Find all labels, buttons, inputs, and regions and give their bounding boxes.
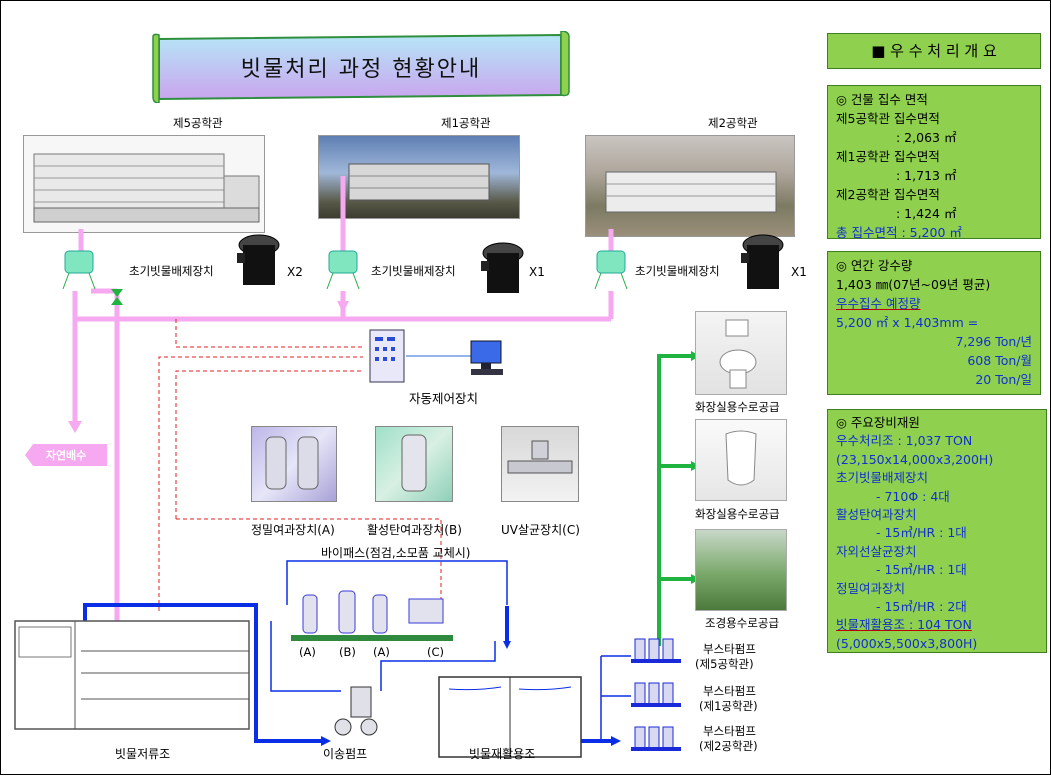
booster-pump-icon-1 (631, 629, 681, 665)
booster-label-2b: (제1공학관) (699, 699, 758, 713)
building-label-5: 제5공학관 (173, 116, 223, 130)
equip-line-7: 자외선살균장치 (836, 543, 917, 559)
area-line-5: 제2공학관 집수면적 (836, 187, 940, 202)
summary-heading: ■ 우 수 처 리 개 요 (827, 33, 1041, 69)
rainfall-line-4: 7,296 Ton/년 (955, 334, 1032, 349)
equip-line-10: - 15㎥/HR : 2대 (876, 599, 967, 615)
separator-icon-5 (59, 245, 99, 293)
uv-sterilizer-photo (501, 426, 579, 502)
urinal-photo (695, 419, 787, 501)
rainfall-line-6: 20 Ton/일 (975, 372, 1032, 387)
scroll-shape (152, 30, 570, 104)
booster-label-3a: 부스타펌프 (703, 724, 756, 738)
separator-unit-icon-2 (741, 233, 787, 295)
filter-tag-4: (C) (427, 645, 445, 659)
building-1-image (318, 135, 520, 219)
booster-pump-icon-3 (631, 717, 681, 753)
bypass-label: 바이패스(점검,소모품 교체시) (321, 546, 471, 560)
booster-label-1b: (제5공학관) (695, 657, 754, 671)
auto-control-label: 자동제어장치 (409, 391, 479, 406)
transfer-pump-icon (331, 683, 381, 741)
equip-line-11: 빗물재활용조 : 104 TON (836, 617, 972, 633)
supply-label-3: 조경용수로공급 (705, 616, 780, 630)
filter-tag-1: (A) (299, 645, 316, 659)
area-line-4: : 1,713 ㎡ (896, 168, 957, 183)
building-2-image (585, 135, 795, 237)
booster-pump-icon-2 (631, 673, 681, 709)
landscape-photo (695, 529, 787, 611)
supply-label-1: 화장실용수로공급 (695, 400, 780, 414)
area-title: ◎ 건물 집수 면적 (836, 92, 928, 107)
equip-line-8: - 15㎥/HR : 1대 (876, 562, 967, 578)
filter-tag-2: (B) (339, 645, 356, 659)
rainfall-title: ◎ 연간 강수량 (836, 258, 913, 273)
computer-icon (469, 339, 505, 379)
equip-line-3: 초기빗물배제장치 (836, 470, 929, 486)
booster-label-3b: (제2공학관) (699, 739, 758, 753)
separator-unit-icon-1 (481, 241, 527, 299)
filter-tag-3: (A) (373, 645, 390, 659)
equip-title: ◎ 주요장비재원 (836, 415, 920, 430)
equip-line-5: 활성탄여과장치 (836, 507, 917, 523)
storage-tank-label: 빗물저류조 (115, 747, 171, 761)
equip-line-12: (5,000x5,500x3,800H) (836, 635, 978, 651)
control-panel-icon (369, 329, 405, 383)
building-label-1: 제1공학관 (441, 116, 491, 130)
carbon-filter-photo (375, 426, 453, 502)
separator-label-1: 초기빗물배제장치 (371, 264, 456, 278)
supply-label-2: 화장실용수로공급 (695, 507, 780, 521)
count-1: X1 (529, 265, 545, 279)
transfer-pump-label: 이송펌프 (323, 747, 368, 761)
booster-label-1a: 부스타펌프 (703, 642, 756, 656)
page-title: 빗물처리 과정 현황안내 (240, 57, 482, 82)
separator-label-2: 초기빗물배제장치 (635, 264, 720, 278)
area-panel: ◎ 건물 집수 면적 제5공학관 집수면적 : 2,063 ㎡ 제1공학관 집수… (827, 85, 1041, 240)
separator-unit-icon-5 (237, 233, 283, 291)
natural-discharge-tag: 자연배수 (25, 444, 107, 466)
separator-label-5: 초기빗물배제장치 (129, 264, 214, 278)
area-line-3: 제1공학관 집수면적 (836, 149, 940, 164)
rainfall-line-5: 608 Ton/월 (967, 353, 1032, 368)
filter-line-icon (293, 589, 453, 635)
title-banner: 빗물처리 과정 현황안내 (151, 30, 571, 104)
building-5-image (23, 135, 265, 233)
area-total: 총 집수면적 : 5,200 ㎡ (836, 225, 962, 240)
area-line-6: : 1,424 ㎡ (896, 206, 957, 221)
rainfall-panel: ◎ 연간 강수량 1,403 ㎜(07년~09년 평균) 우수집수 예정량 5,… (827, 251, 1041, 395)
rainfall-line-1: 1,403 ㎜(07년~09년 평균) (836, 277, 991, 292)
count-5: X2 (287, 265, 303, 279)
separator-icon-1 (323, 245, 363, 293)
equip-line-6: - 15㎥/HR : 1대 (876, 525, 967, 541)
booster-label-2a: 부스타펌프 (703, 684, 756, 698)
equipment-label-a: 정밀여과장치(A) (251, 523, 335, 537)
count-2: X1 (791, 265, 807, 279)
equipment-label-b: 활성탄여과장치(B) (367, 523, 462, 537)
rainfall-line-3: 5,200 ㎡ x 1,403mm = (836, 315, 979, 330)
equip-line-2: (23,150x14,000x3,200H) (836, 451, 994, 467)
equip-line-9: 정밀여과장치 (836, 580, 906, 596)
equip-line-4: - 710Φ : 4대 (876, 488, 950, 504)
equipment-label-c: UV살균장치(C) (501, 523, 580, 537)
precision-filter-photo (251, 426, 337, 502)
reuse-tank-label: 빗물재활용조 (469, 747, 536, 761)
equip-line-1: 우수처리조 : 1,037 TON (836, 433, 973, 449)
separator-icon-2 (591, 245, 631, 293)
area-line-1: 제5공학관 집수면적 (836, 111, 940, 126)
area-line-2: : 2,063 ㎡ (896, 130, 957, 145)
equipment-panel: ◎ 주요장비재원 우수처리조 : 1,037 TON (23,150x14,00… (827, 409, 1047, 653)
building-label-2: 제2공학관 (708, 116, 758, 130)
rainfall-line-2: 우수집수 예정량 (836, 296, 921, 311)
toilet-photo (695, 311, 787, 395)
